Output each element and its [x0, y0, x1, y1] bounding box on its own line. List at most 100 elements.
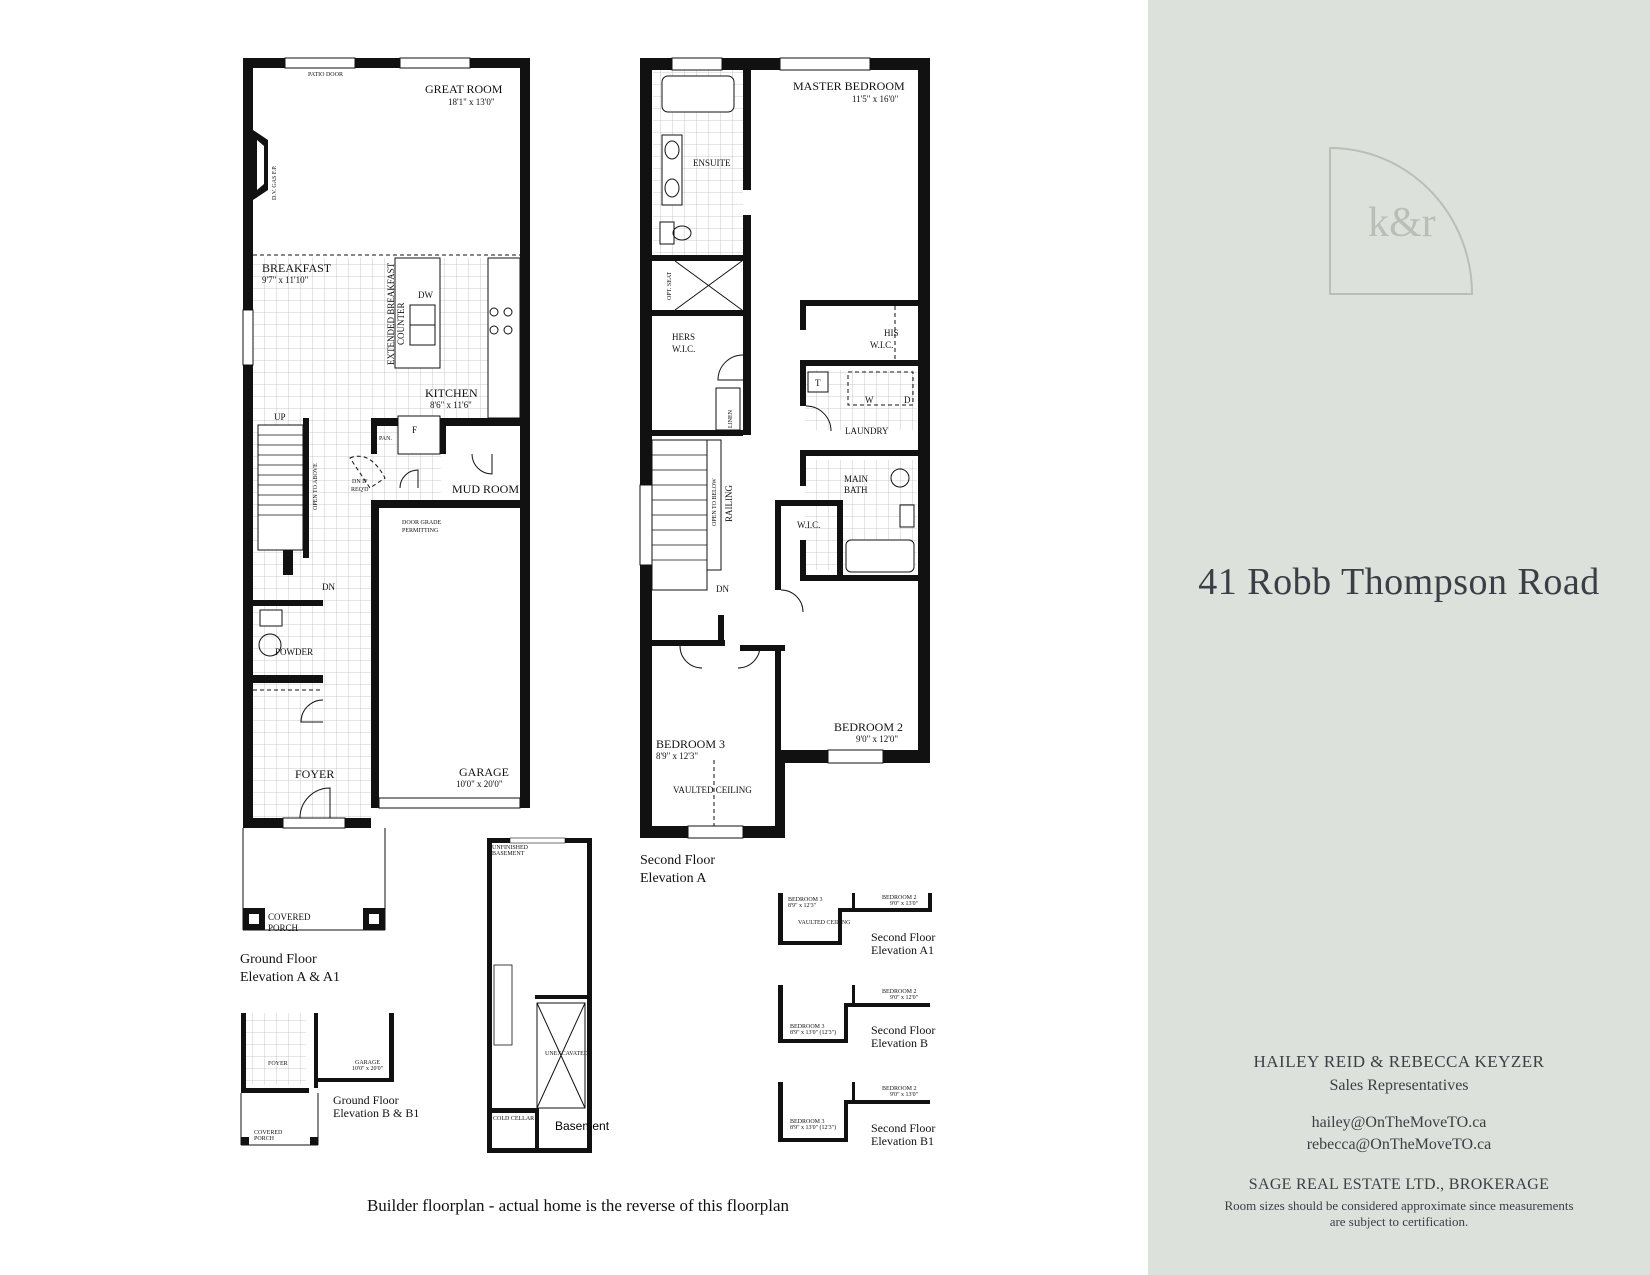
logo-text: k&r: [1368, 200, 1436, 246]
alt-ground-plan: FOYER GARAGE 10'0" x 20'0" COVERED PORCH…: [240, 1013, 419, 1146]
b-bedroom-2-label: BEDROOM 2: [882, 989, 917, 995]
ensuite-label: ENSUITE: [693, 158, 731, 168]
basement-caption: Basement: [555, 1119, 610, 1133]
b-bedroom-3-size: 8'9" x 13'0" (12'3"): [790, 1029, 836, 1036]
floorplan-drawing: PATIO DOOR GREAT ROOM 18'1" x 13'0" D.V.…: [240, 57, 935, 1215]
a1-bedroom-3-size: 8'9" x 12'3": [788, 903, 817, 909]
linen-label: LINEN: [728, 409, 734, 428]
open-above-label: OPEN TO ABOVE: [313, 463, 319, 510]
b-bedroom-3-label: BEDROOM 3: [790, 1024, 825, 1030]
brokerage-name: SAGE REAL ESTATE LTD., BROKERAGE: [1248, 1176, 1550, 1193]
b1-caption-2: Elevation B1: [871, 1134, 934, 1148]
agent-email-hailey[interactable]: hailey@OnTheMoveTO.ca: [1311, 1114, 1487, 1131]
agent-email-rebecca[interactable]: rebecca@OnTheMoveTO.ca: [1306, 1136, 1492, 1153]
walk-in-closet-label: W.I.C.: [797, 520, 820, 530]
dn-if-label: DN IF: [352, 479, 368, 485]
main-bath-label-2: BATH: [844, 485, 868, 495]
a1-bedroom-2-label: BEDROOM 2: [882, 895, 917, 901]
garage-label: GARAGE: [459, 765, 509, 779]
cold-cellar-label: COLD CELLAR: [493, 1116, 534, 1122]
permitting-label: PERMITTING: [402, 528, 439, 534]
master-bedroom-label: MASTER BEDROOM: [793, 79, 905, 93]
second-floor-plan: MASTER BEDROOM 11'5" x 16'0" ENSUITE OPT…: [639, 57, 930, 886]
alt-foyer-label: FOYER: [268, 1061, 288, 1067]
a1-vaulted-label: VAULTED CEILING: [798, 920, 851, 926]
bedroom-2-size: 9'0" x 12'0": [856, 734, 898, 744]
second-caption: Second Floor: [640, 853, 715, 868]
foyer-label: FOYER: [295, 767, 334, 781]
unexcavated-label: UNEXCAVATED: [545, 1051, 589, 1057]
unfinished-label-2: BASEMENT: [492, 851, 525, 857]
alt-porch-label: COVERED: [254, 1130, 283, 1136]
porch-label: COVERED: [268, 912, 311, 922]
opt-seat-label: OPT. SEAT: [667, 271, 673, 300]
tub-label: T: [815, 378, 821, 388]
alt-garage-size: 10'0" x 20'0": [352, 1066, 384, 1072]
fireplace-label: D.V. GAS F.P.: [272, 165, 278, 200]
second-caption-2: Elevation A: [640, 871, 707, 886]
master-bedroom-size: 11'5" x 16'0": [852, 94, 899, 104]
b1-bedroom-2-label: BEDROOM 2: [882, 1086, 917, 1092]
bedroom-3-size: 8'9" x 12'3": [656, 751, 698, 761]
b1-caption: Second Floor: [871, 1121, 935, 1135]
great-room-size: 18'1" x 13'0": [448, 97, 495, 107]
railing-label: RAILING: [724, 485, 734, 522]
b-bedroom-2-size: 9'0" x 12'0": [890, 995, 919, 1001]
porch-label-2: PORCH: [268, 923, 299, 933]
great-room-label: GREAT ROOM: [425, 82, 503, 96]
main-bath-label: MAIN: [844, 474, 868, 484]
laundry-label: LAUNDRY: [845, 426, 889, 436]
property-address: 41 Robb Thompson Road: [1198, 561, 1600, 603]
door-grade-label: DOOR GRADE: [402, 520, 442, 526]
footer-note: Builder floorplan - actual home is the r…: [367, 1196, 790, 1215]
kitchen-size: 8'6" x 11'6": [430, 400, 472, 410]
b1-bedroom-3-size: 8'9" x 13'0" (12'3"): [790, 1124, 836, 1131]
info-panel: k&r 41 Robb Thompson Road HAILEY REID & …: [1148, 0, 1650, 1275]
bedroom-2-label: BEDROOM 2: [834, 720, 903, 734]
b1-bedroom-3-label: BEDROOM 3: [790, 1119, 825, 1125]
pantry-label: PAN.: [379, 436, 392, 442]
bedroom-3-label: BEDROOM 3: [656, 737, 725, 751]
alt-ground-caption: Ground Floor: [333, 1093, 399, 1107]
breakfast-label: BREAKFAST: [262, 261, 332, 275]
a1-caption-2: Elevation A1: [871, 943, 934, 957]
stairs-down-label-2: DN: [716, 584, 729, 594]
patio-door-label: PATIO DOOR: [308, 72, 343, 78]
alt-garage-label: GARAGE: [355, 1060, 380, 1066]
disclaimer-line-1: Room sizes should be considered approxim…: [1224, 1198, 1574, 1213]
b1-bedroom-2-size: 9'0" x 13'0": [890, 1092, 919, 1098]
alt-second-b1-plan: BEDROOM 3 8'9" x 13'0" (12'3") BEDROOM 2…: [778, 1082, 935, 1148]
disclaimer-line-2: are subject to certification.: [1329, 1214, 1469, 1229]
ground-caption: Ground Floor: [240, 952, 317, 967]
counter-label-2: COUNTER: [396, 303, 406, 346]
powder-label: POWDER: [275, 647, 313, 657]
ground-caption-2: Elevation A & A1: [240, 970, 340, 985]
his-wic-label-2: W.I.C.: [870, 340, 893, 350]
fridge-label: F: [412, 425, 417, 435]
open-below-label: OPEN TO BELOW: [712, 478, 718, 526]
alt-porch-label-2: PORCH: [254, 1136, 275, 1142]
breakfast-size: 9'7" x 11'10": [262, 275, 309, 285]
vaulted-ceiling-label: VAULTED CEILING: [673, 785, 752, 795]
agent-title: Sales Representatives: [1329, 1077, 1469, 1094]
his-wic-label: HIS: [884, 328, 899, 338]
hers-wic-label: HERS: [672, 332, 695, 342]
washer-label: W: [865, 395, 874, 405]
unfinished-label: UNFINISHED: [492, 845, 529, 851]
a1-bedroom-3-label: BEDROOM 3: [788, 897, 823, 903]
b-caption: Second Floor: [871, 1023, 935, 1037]
kitchen-label: KITCHEN: [425, 386, 478, 400]
alt-second-a1-plan: BEDROOM 3 8'9" x 12'3" VAULTED CEILING B…: [778, 893, 935, 957]
alt-ground-caption-2: Elevation B & B1: [333, 1106, 419, 1120]
a1-caption: Second Floor: [871, 930, 935, 944]
agent-names: HAILEY REID & REBECCA KEYZER: [1253, 1052, 1545, 1071]
b-caption-2: Elevation B: [871, 1036, 928, 1050]
hers-wic-label-2: W.I.C.: [672, 344, 695, 354]
counter-label: EXTENDED BREAKFAST: [386, 262, 396, 365]
garage-size: 10'0" x 20'0": [456, 779, 503, 789]
ground-floor-plan: PATIO DOOR GREAT ROOM 18'1" x 13'0" D.V.…: [240, 57, 530, 985]
stairs-up-label: UP: [274, 412, 286, 422]
dryer-label: D: [904, 395, 911, 405]
alt-second-b-plan: BEDROOM 3 8'9" x 13'0" (12'3") BEDROOM 2…: [778, 985, 935, 1050]
kr-logo: k&r: [1329, 146, 1474, 295]
